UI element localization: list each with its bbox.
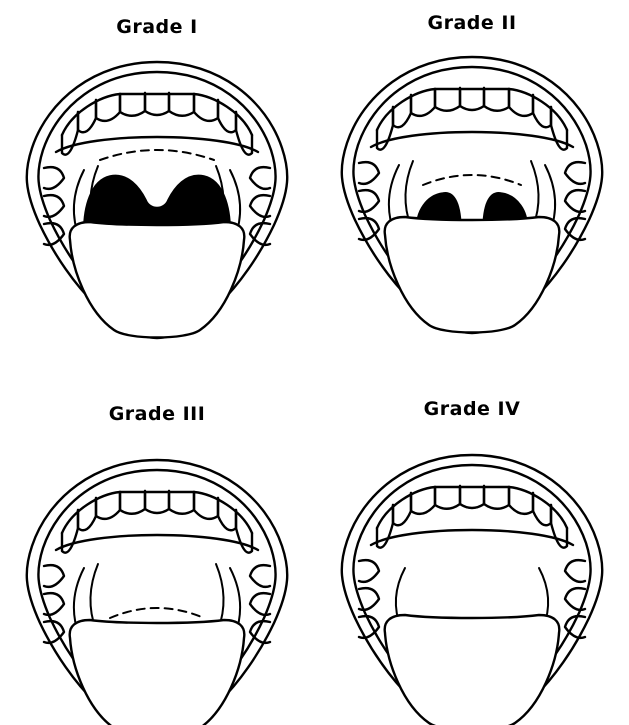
tooth xyxy=(96,492,120,519)
tooth xyxy=(120,93,145,116)
mouth-diagram xyxy=(0,0,314,362)
soft-palate-dashed xyxy=(100,150,214,160)
tooth xyxy=(460,88,484,110)
tooth xyxy=(169,491,194,514)
tooth xyxy=(96,94,120,121)
panel-grade-3: Grade III xyxy=(0,363,314,725)
tooth xyxy=(218,498,236,530)
mouth-diagram xyxy=(0,363,314,725)
tooth xyxy=(78,498,96,530)
molar-right xyxy=(250,565,270,587)
tongue xyxy=(70,222,245,338)
tooth xyxy=(484,486,509,509)
tooth xyxy=(194,492,218,519)
mouth-diagram xyxy=(315,0,629,362)
tongue xyxy=(385,217,560,333)
molar-left xyxy=(359,162,379,184)
molar-right xyxy=(565,162,585,184)
mouth-diagram xyxy=(315,363,629,725)
panel-grade-1: Grade I xyxy=(0,0,314,362)
molar-right xyxy=(565,560,585,582)
tooth xyxy=(533,493,551,525)
mouth-drawing xyxy=(27,62,288,338)
molar-left xyxy=(44,565,64,587)
palate-line xyxy=(371,132,573,147)
palate-line xyxy=(371,530,573,545)
palate-line xyxy=(56,535,258,550)
tooth xyxy=(218,100,236,132)
tooth xyxy=(169,93,194,116)
molar-left xyxy=(44,167,64,189)
tooth xyxy=(411,487,435,514)
panel-grade-4: Grade IV xyxy=(315,363,629,725)
soft-palate-dashed xyxy=(423,175,521,185)
molar-right xyxy=(250,167,270,189)
tooth xyxy=(411,89,435,116)
tooth xyxy=(194,94,218,121)
tongue xyxy=(70,620,245,725)
tooth xyxy=(120,491,145,514)
tooth xyxy=(533,95,551,127)
molar-left xyxy=(359,560,379,582)
tooth xyxy=(484,88,509,111)
tooth xyxy=(435,486,460,509)
mouth-drawing xyxy=(27,460,288,725)
tooth xyxy=(393,493,411,525)
tooth xyxy=(435,88,460,111)
tooth xyxy=(78,100,96,132)
soft-palate-dashed xyxy=(110,608,204,618)
tooth xyxy=(393,95,411,127)
panel-grade-2: Grade II xyxy=(315,0,629,362)
tongue xyxy=(385,615,560,725)
tooth xyxy=(509,487,533,514)
tooth xyxy=(145,93,169,115)
tooth xyxy=(509,89,533,116)
mouth-drawing xyxy=(342,455,603,725)
mouth-drawing xyxy=(342,57,603,333)
tooth xyxy=(145,491,169,513)
tooth xyxy=(460,486,484,508)
